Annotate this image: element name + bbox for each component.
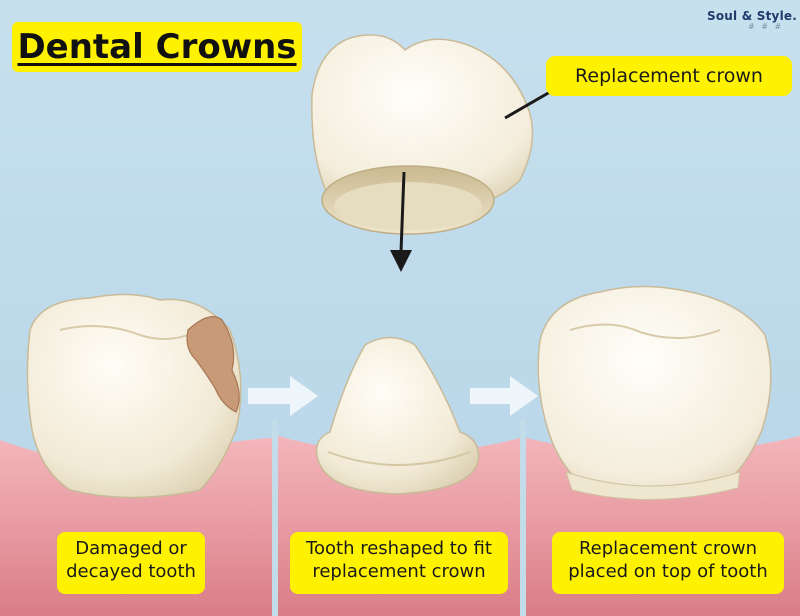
page-title: Dental Crowns <box>12 22 302 72</box>
crown-callout-label: Replacement crown <box>546 56 792 96</box>
brand-logo: Soul & Style. <box>707 9 797 23</box>
progress-arrow-2 <box>470 376 538 416</box>
replacement-crown <box>311 34 534 235</box>
stage-2-caption: Tooth reshaped to fit replacement crown <box>290 532 508 594</box>
stage-1-caption-line-1: Damaged or <box>75 538 187 559</box>
decay-patch <box>186 316 240 413</box>
damaged-tooth <box>26 293 242 499</box>
stage-2-caption-line-1: Tooth reshaped to fit <box>306 538 492 559</box>
stage-1-caption: Damaged or decayed tooth <box>57 532 205 594</box>
brand-mark: # # # <box>748 22 784 31</box>
page-title-text: Dental Crowns <box>17 27 297 67</box>
placement-arrow-shaft <box>399 171 406 253</box>
stage-3-caption-line-1: Replacement crown <box>578 538 758 559</box>
stage-1-caption-line-2: decayed tooth <box>66 560 196 582</box>
progress-arrow-1 <box>248 376 318 416</box>
reshaped-tooth <box>315 336 480 495</box>
stage-3-caption: Replacement crown placed on top of tooth <box>552 532 784 594</box>
placement-arrow-head <box>390 250 412 272</box>
crowned-tooth <box>537 285 772 500</box>
callout-pointer <box>504 90 551 120</box>
stage-2-caption-line-2: replacement crown <box>312 560 486 582</box>
stage-3-caption-line-2: placed on top of tooth <box>568 560 768 582</box>
